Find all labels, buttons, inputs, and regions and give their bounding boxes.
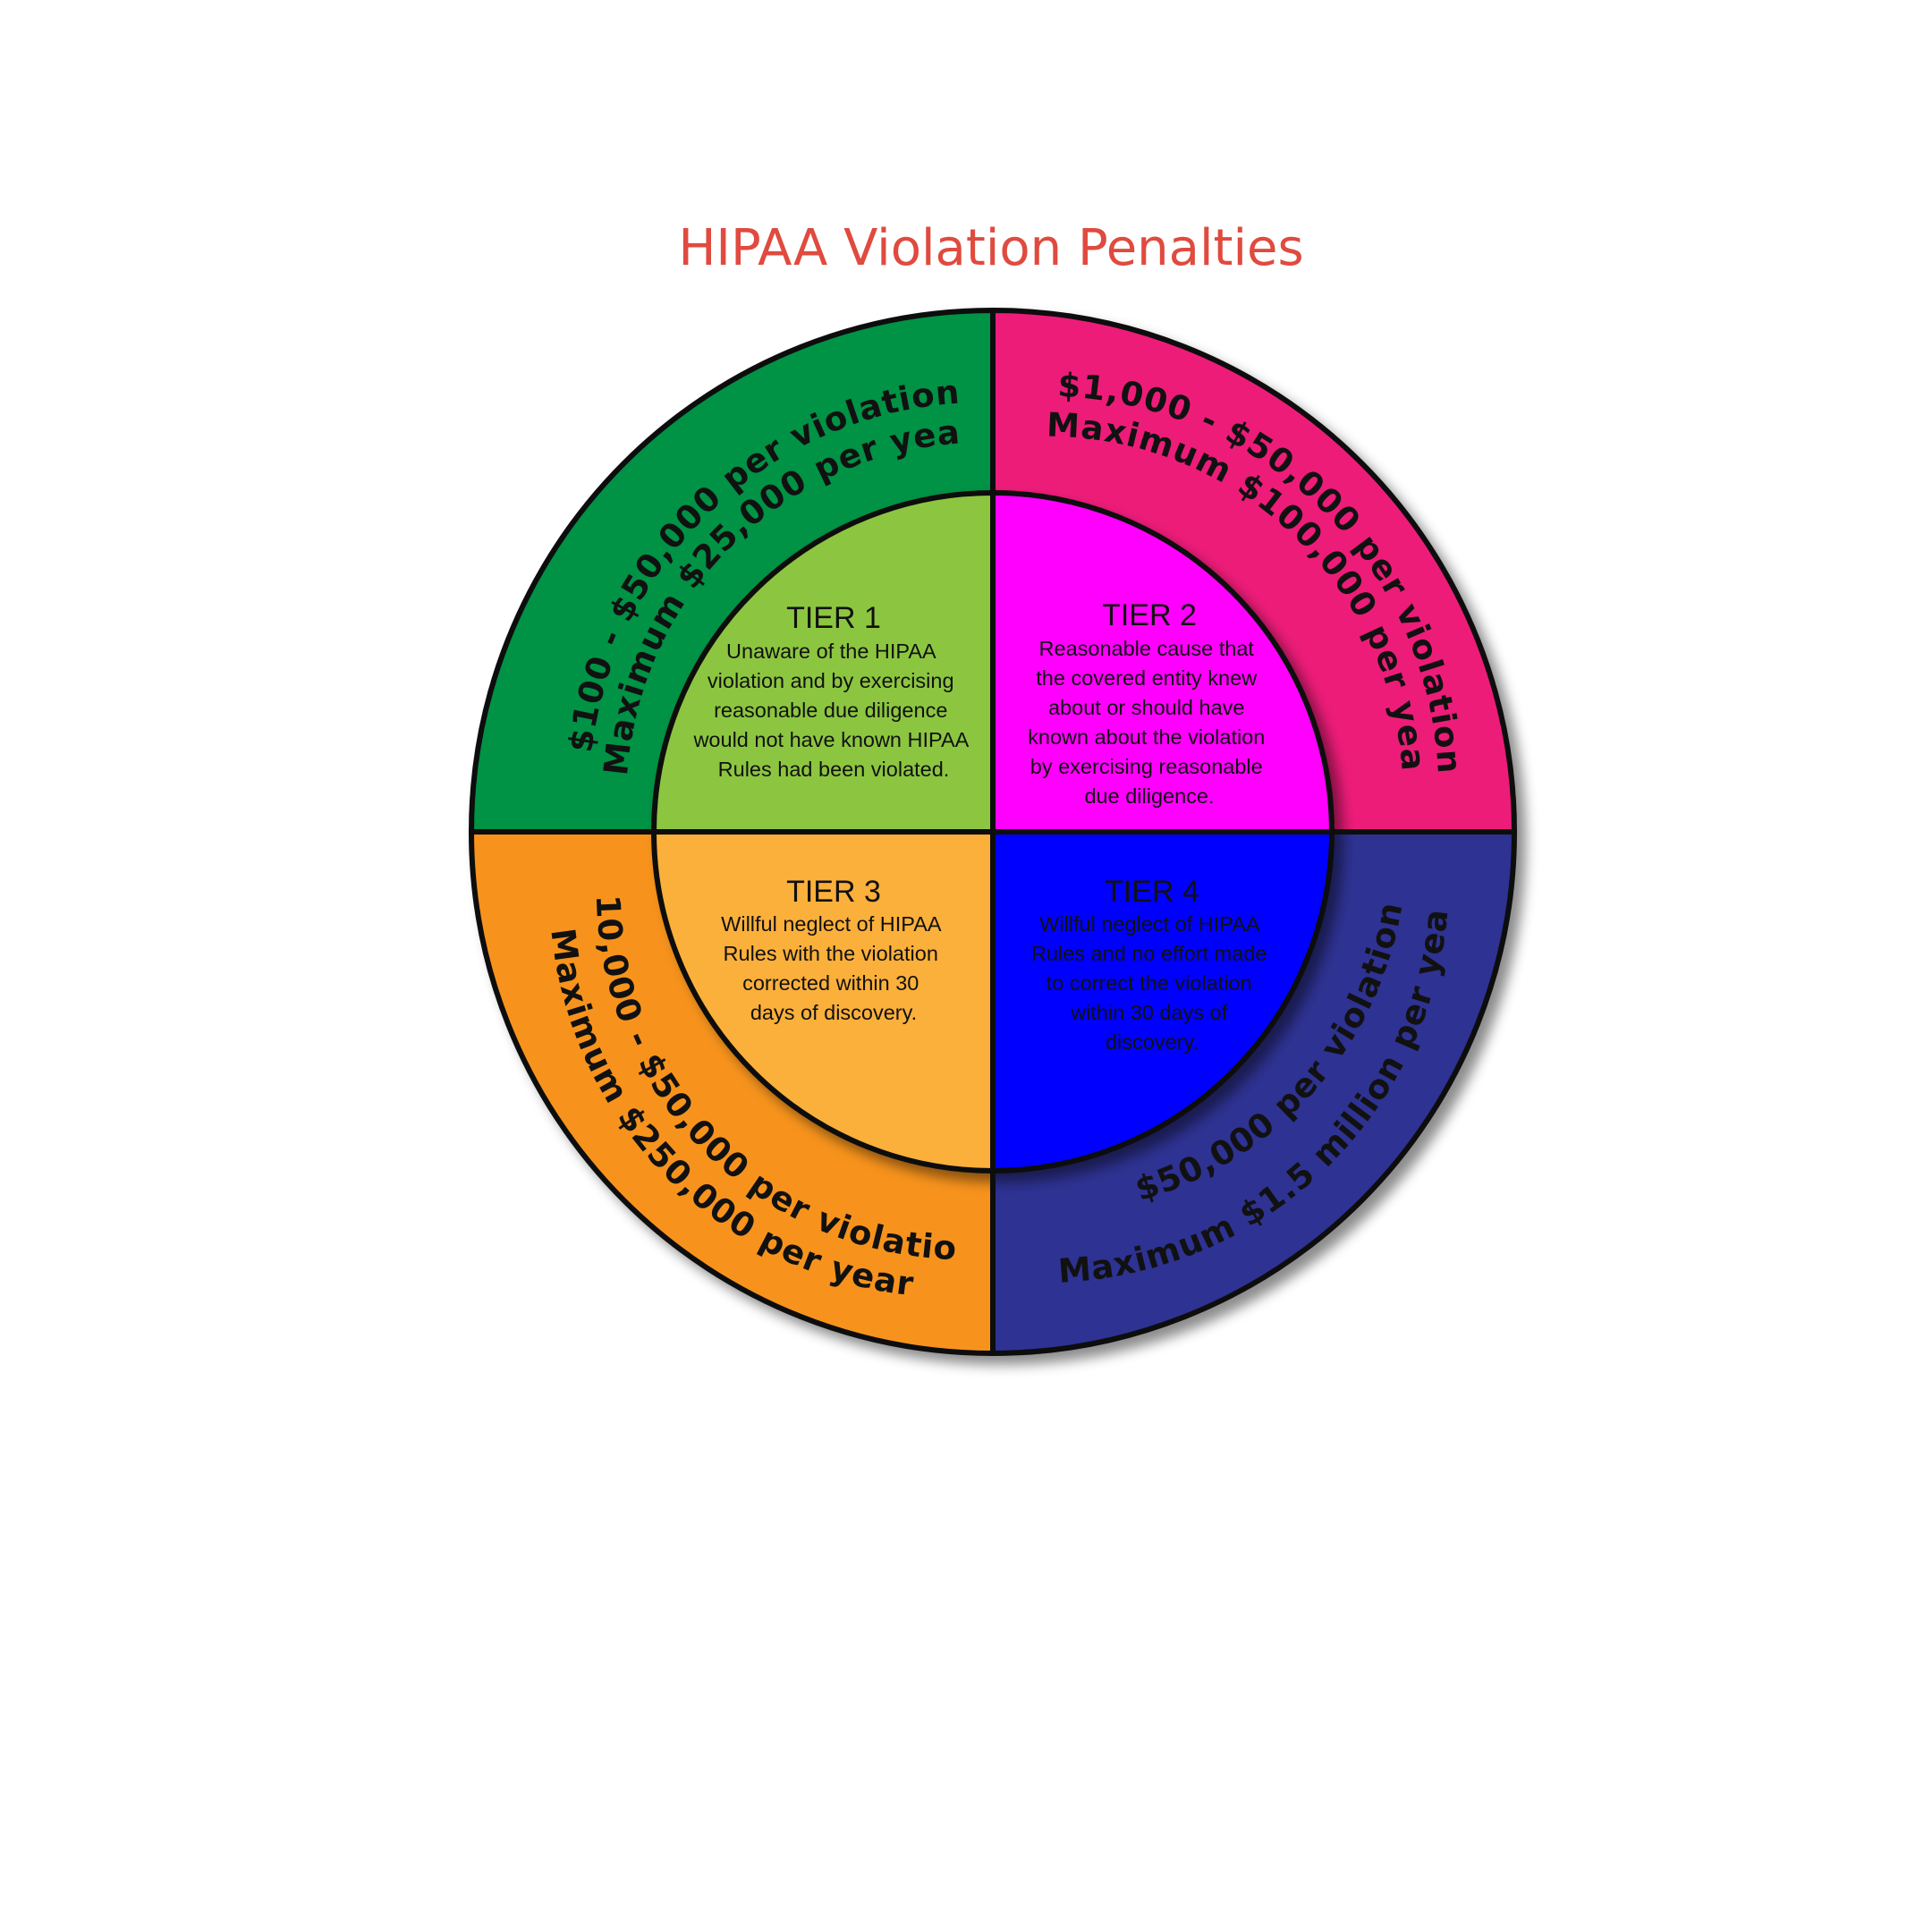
tier1-inner-segment (650, 489, 996, 835)
tier4-description-line: within 30 days of (1070, 1001, 1228, 1024)
tier2-description-line: by exercising reasonable (1030, 755, 1263, 778)
inner-ring (650, 489, 1335, 1174)
tier2-description-line: the covered entity knew (1036, 666, 1258, 690)
tier1-description-line: reasonable due diligence (714, 699, 947, 722)
tier1-description-line: Unaware of the HIPAA (726, 640, 936, 663)
tier3-description-line: Willful neglect of HIPAA (721, 912, 942, 936)
tier4-description-line: Rules and no effort made (1031, 942, 1267, 965)
tier4-description: Willful neglect of HIPAA Rules and no ef… (1031, 912, 1273, 1054)
tier3-description-line: days of discovery. (750, 1001, 917, 1024)
tier4-heading: TIER 4 (1105, 875, 1199, 909)
tier1-description-line: would not have known HIPAA (692, 728, 969, 751)
page-title: HIPAA Violation Penalties (678, 219, 1303, 277)
tier3-description-line: Rules with the violation (724, 942, 938, 965)
tier2-description-line: due diligence. (1084, 784, 1214, 808)
tier4-description-line: discovery. (1106, 1030, 1199, 1054)
tier1-block: TIER 1 Unaware of the HIPAA violation an… (692, 601, 973, 781)
tier2-description-line: known about the violation (1028, 725, 1265, 749)
tier4-block: TIER 4 Willful neglect of HIPAA Rules an… (1031, 875, 1273, 1054)
tier2-block: TIER 2 Reasonable cause that the covered… (1028, 598, 1271, 808)
tier2-heading: TIER 2 (1102, 598, 1197, 632)
tier1-description-line: violation and by exercising (708, 669, 954, 692)
tier1-description: Unaware of the HIPAA violation and by ex… (692, 640, 973, 781)
tier2-description: Reasonable cause that the covered entity… (1028, 637, 1271, 808)
tier3-heading: TIER 3 (786, 875, 881, 909)
tier4-description-line: to correct the violation (1046, 971, 1252, 995)
tier2-description-line: Reasonable cause that (1039, 637, 1255, 660)
tier2-description-line: about or should have (1048, 696, 1245, 719)
tier1-heading: TIER 1 (786, 601, 881, 635)
tier3-block: TIER 3 Willful neglect of HIPAA Rules wi… (721, 875, 946, 1024)
tier1-description-line: Rules had been violated. (718, 758, 950, 781)
tier2-inner-segment (990, 489, 1335, 835)
tier3-description: Willful neglect of HIPAA Rules with the … (721, 912, 946, 1024)
tier4-inner-segment (990, 829, 1335, 1174)
tier3-description-line: corrected within 30 (742, 971, 919, 995)
tier3-inner-segment (650, 829, 996, 1174)
tier4-description-line: Willful neglect of HIPAA (1039, 912, 1260, 936)
